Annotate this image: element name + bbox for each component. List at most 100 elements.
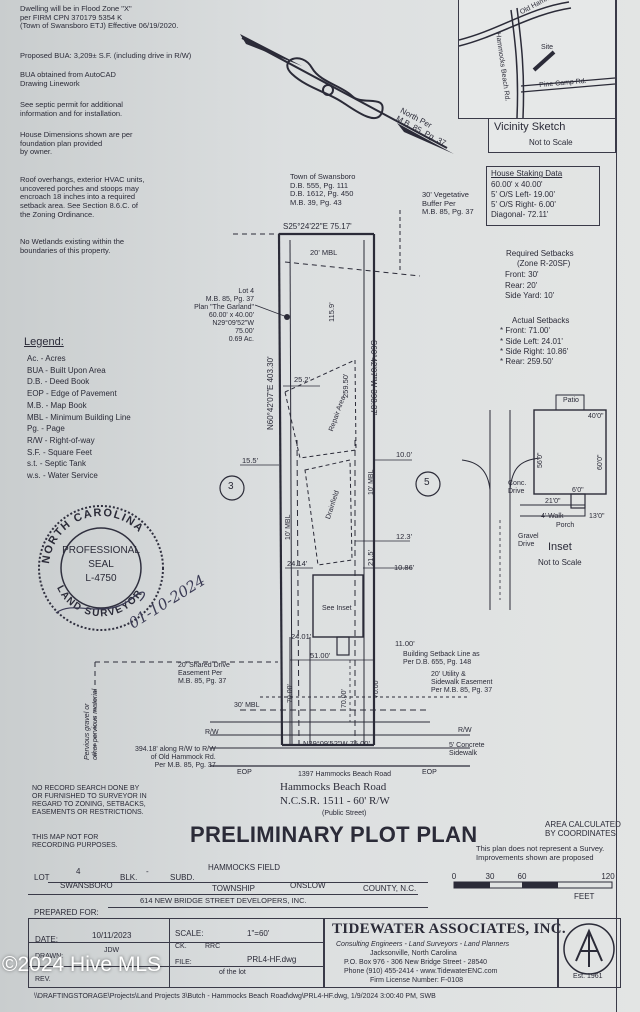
- dim-21-5: 21.5': [366, 549, 375, 566]
- sheet-border: [616, 0, 617, 1012]
- dim-259-50: 259.50': [341, 373, 350, 398]
- lot-line: Plan "The Garland": [194, 304, 254, 312]
- inset-dim: 21'0": [545, 498, 561, 505]
- vicinity-map: Old Hammocks Rd. Hammocks Beach Rd. Pine…: [458, 0, 616, 119]
- county-label: COUNTY, N.C.: [363, 884, 417, 893]
- logo-circle: [563, 923, 615, 975]
- inset-dim: 6'0": [572, 487, 584, 494]
- along-line: 394.18' along R/W to R/W: [135, 746, 216, 753]
- staking-title: House Staking Data: [491, 169, 563, 178]
- pervious-line: other pervious material: [92, 688, 100, 760]
- inset-label-line: Drive: [508, 488, 525, 496]
- right-bearing: S60°42'07"W 398.37': [369, 340, 378, 416]
- lot-value: 4: [76, 867, 81, 876]
- scale-label: SCALE:: [175, 929, 204, 938]
- note-line: setback area. See Section 8.6.C. of: [20, 200, 138, 210]
- legend-item: MBL - Minimum Building Line: [27, 412, 131, 422]
- inset-patio: [555, 394, 585, 411]
- note-line: Roof overhangs, exterior HVAC units,: [20, 175, 145, 184]
- owner-block: Town of Swansboro D.B. 555, Pg. 111 D.B.…: [290, 172, 355, 208]
- utility-line: Per M.B. 85, Pg. 37: [431, 687, 493, 695]
- lot-line: 60.00' x 40.00': [208, 312, 254, 320]
- block-divider: [29, 966, 324, 967]
- note-line: uncovered porches and stoops may: [20, 183, 139, 193]
- scale-bar-segment: [454, 882, 490, 888]
- area-note-line: AREA CALCULATED: [545, 820, 621, 829]
- legend-item: s.t. - Septic Tank: [27, 459, 86, 469]
- seal-word: SEAL: [88, 559, 114, 570]
- vicinity-caption: Vicinity Sketch Not to Scale: [488, 118, 616, 153]
- inset-gravel-drive: Gravel Drive: [518, 533, 539, 549]
- lot-line: N29°09'52"W: [212, 320, 254, 328]
- dim-12-3: 12.3': [396, 532, 413, 541]
- note-line: No Wetlands existing within the: [20, 237, 125, 246]
- dim-11-00: 11.00': [395, 639, 415, 648]
- disclaimer-line: NO RECORD SEARCH DONE BY: [32, 785, 140, 792]
- mbl-rear-line: [284, 261, 421, 277]
- actual-side-left: * Side Left: 24.01': [500, 337, 563, 346]
- inset-label-line: Drive: [518, 541, 535, 549]
- rule-line: [28, 894, 418, 895]
- staking-line: Diagonal- 72.11': [491, 210, 549, 219]
- porch-outline: [336, 636, 350, 656]
- shared-drive-note: 20' Shared Drive Easement Per M.B. 85, P…: [178, 662, 230, 686]
- north-arrow: [240, 34, 454, 154]
- actual-side-right: * Side Right: 10.86': [500, 347, 569, 356]
- lot-label: LOT: [34, 873, 50, 882]
- legend-item: Pg. - Page: [27, 424, 65, 434]
- rw-label-left: R/W: [205, 729, 219, 736]
- firm-services: Consulting Engineers - Land Surveyors - …: [336, 941, 510, 948]
- lot-line: M.B. 85, Pg. 37: [205, 296, 254, 304]
- note-line: Drawing Linework: [20, 78, 80, 88]
- vicinity-scale: Not to Scale: [529, 138, 573, 147]
- inset-depth: 60'0": [597, 454, 604, 470]
- inset-patio-label: Patio: [563, 397, 579, 404]
- site-label: Site: [541, 44, 554, 51]
- ck-value: RRC: [205, 943, 221, 950]
- staking-line: 5' O/S Left- 19.00': [491, 190, 555, 199]
- note-line: BUA obtained from AutoCAD: [20, 70, 116, 79]
- inset-label-line: Gravel: [518, 533, 539, 540]
- firm-established: Est. 1961: [573, 973, 603, 980]
- dim-25-2: 25.2': [294, 375, 311, 384]
- dim-15-5: 15.5': [242, 456, 259, 465]
- survey-note-line: Improvements shown are proposed: [476, 852, 594, 862]
- inset-curve: [509, 457, 541, 491]
- actual-front: * Front: 71.00': [500, 326, 550, 335]
- ck-label: CK.: [175, 943, 187, 950]
- note-line: See septic permit for additional: [20, 100, 123, 109]
- rw-label-right: R/W: [458, 727, 472, 734]
- required-rear: Rear: 20': [505, 281, 538, 290]
- rear-bearing: S25°24'22"E 75.17': [283, 222, 352, 231]
- road-line: [459, 7, 572, 47]
- lot-line: 75.00': [235, 328, 254, 336]
- utility-easement-note: 20' Utility & Sidewalk Easement Per M.B.…: [431, 671, 492, 695]
- legend-item: w.s. - Water Service: [27, 471, 98, 481]
- date-label: DATE:: [35, 935, 58, 944]
- road-line: [520, 83, 615, 93]
- scale-tick: 120: [601, 872, 615, 881]
- buffer-line-text: M.B. 85, Pg. 37: [422, 207, 474, 217]
- dim-24-14: 24.14': [287, 559, 308, 568]
- surveyor-seal: NORTH CAROLINA LAND SURVEYOR PROFESSIONA…: [38, 505, 164, 631]
- seal-profession: PROFESSIONAL: [62, 545, 140, 556]
- setback-line-text: Building Setback Line as: [403, 651, 480, 658]
- mls-watermark: ©2024 Hive MLS: [2, 953, 162, 976]
- owner-line: M.B. 39, Pg. 43: [290, 197, 342, 207]
- subd-value: HAMMOCKS FIELD: [208, 863, 281, 872]
- firm-logo-box: Est. 1961: [557, 918, 621, 988]
- eop-left: EOP: [237, 769, 252, 776]
- block-divider: [29, 942, 324, 943]
- road-designation: N.C.S.R. 1511 - 60' R/W: [280, 795, 390, 807]
- drainfield-outline: [304, 459, 353, 566]
- scale-tick: 60: [518, 872, 527, 881]
- shared-line: 20' Shared Drive: [178, 662, 230, 669]
- sidewalk-note: 5' Concrete Sidewalk: [449, 742, 485, 758]
- lot5-circle: [415, 471, 441, 497]
- note-line: foundation plan provided: [20, 138, 103, 148]
- pervious-line: Pervious gravel or: [84, 703, 91, 760]
- road-name: Hammocks Beach Road: [280, 781, 387, 793]
- rev-note: of the lot: [219, 969, 246, 976]
- dim-10-86: 10.86': [394, 563, 415, 572]
